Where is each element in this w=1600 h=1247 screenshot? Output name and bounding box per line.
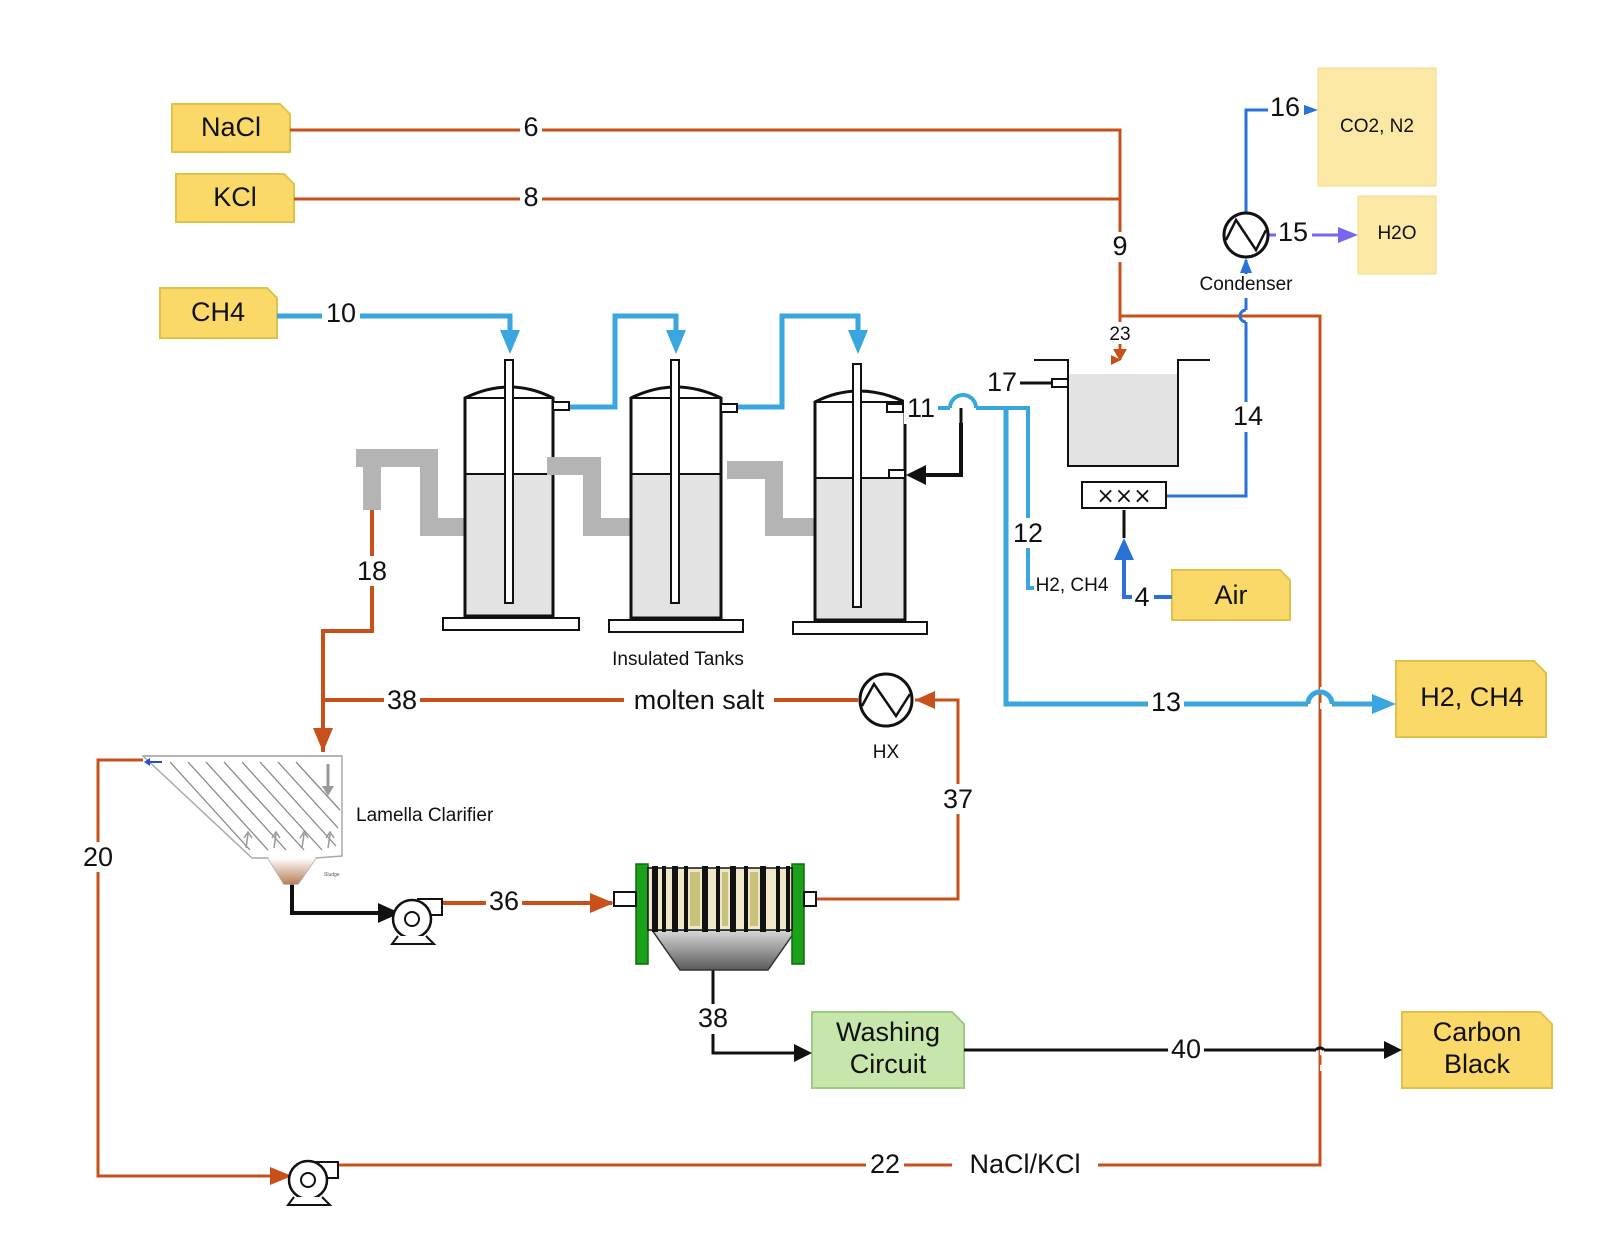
washing-label-2: Circuit [850,1049,927,1079]
nacl-label: NaCl [201,112,261,142]
h2o-label: H2O [1377,223,1416,244]
filter-press [613,863,817,971]
sludge-label: Sludge [324,872,340,878]
pump-1 [390,898,443,945]
pump-2 [286,1159,339,1206]
stream-10-line [277,313,513,340]
stream-4: 4 [1134,582,1149,612]
h2-ch4-output-label: H2, CH4 [1420,682,1524,712]
h2o-output-note: H2O [1357,195,1437,275]
nacl-kcl-label: NaCl/KCl [969,1149,1080,1179]
carbon-black-output-note: Carbon Black [1401,1011,1553,1089]
tank2-to-tank3-line [733,313,861,410]
h2-ch4-stream-label: H2, CH4 [1036,575,1109,596]
air-label: Air [1215,580,1248,610]
stream-13-line [1003,408,1380,707]
stream-12: 12 [1013,518,1043,548]
stream-17: 17 [987,367,1017,397]
insulated-tanks-label: Insulated Tanks [612,649,744,670]
stream-6: 6 [523,112,538,142]
heat-exchanger: HX [858,672,914,763]
stream-20: 20 [83,842,113,872]
stream-18: 18 [357,556,387,586]
stream-4-line [1122,550,1172,599]
stream-11-12-line [904,406,1040,590]
stream-37: 37 [943,784,973,814]
washing-label-1: Washing [836,1017,940,1047]
washing-circuit-box: Washing Circuit [811,1011,965,1089]
stream-20-line [96,758,290,1178]
stream-13: 13 [1151,687,1181,717]
condenser-label: Condenser [1200,274,1294,295]
stream-14: 14 [1233,401,1263,431]
ch4-label: CH4 [191,297,245,327]
stream-22: 22 [870,1149,900,1179]
stream-37-line [812,698,960,901]
air-input-note: Air [1171,569,1291,621]
h2-ch4-output-note: H2, CH4 [1395,660,1547,738]
stream-23: 23 [1109,324,1130,345]
open-reactor-vessel [1034,359,1210,467]
stream-6-9-line [290,128,1122,360]
insulated-tank-3 [727,363,928,635]
carbon-black-label-2: Black [1444,1049,1511,1079]
stream-18-line [321,510,374,752]
insulated-tank-2 [547,359,744,633]
co2-n2-label: CO2, N2 [1340,116,1414,137]
co2-n2-output-note: CO2, N2 [1317,67,1437,187]
kcl-label: KCl [213,182,257,212]
tank1-to-tank2-line [567,313,679,410]
air-burner: ××× [1081,481,1167,509]
condenser: Condenser [1196,211,1296,298]
insulated-tank-1 [356,359,580,631]
carbon-black-label-1: Carbon [1433,1017,1522,1047]
stream-38-bottom: 38 [698,1003,728,1033]
stream-23-22-line [330,314,1322,1167]
stream-16-line [1244,108,1300,220]
black-lines [290,381,1386,1055]
lamella-clarifier-label: Lamella Clarifier [356,805,494,826]
hx-label: HX [873,742,900,763]
stream-36: 36 [489,886,519,916]
stream-38-top: 38 [387,685,417,715]
stream-15: 15 [1278,217,1308,247]
molten-salt-label: molten salt [634,685,765,715]
lamella-clarifier: Sludge [141,755,343,885]
nacl-input-note: NaCl [171,103,291,153]
stream-16: 16 [1270,92,1300,122]
stream-14-line [1166,322,1248,498]
stream-11: 11 [907,393,935,423]
air-lines [1122,108,1300,599]
stream-10: 10 [326,298,356,328]
stream-9: 9 [1112,231,1127,261]
svg-text:×××: ××× [1096,484,1151,509]
stream-40: 40 [1171,1034,1201,1064]
ch4-input-note: CH4 [159,287,278,339]
kcl-input-note: KCl [175,173,295,223]
stream-38-bottom-line [711,970,796,1055]
stream-8: 8 [523,182,538,212]
